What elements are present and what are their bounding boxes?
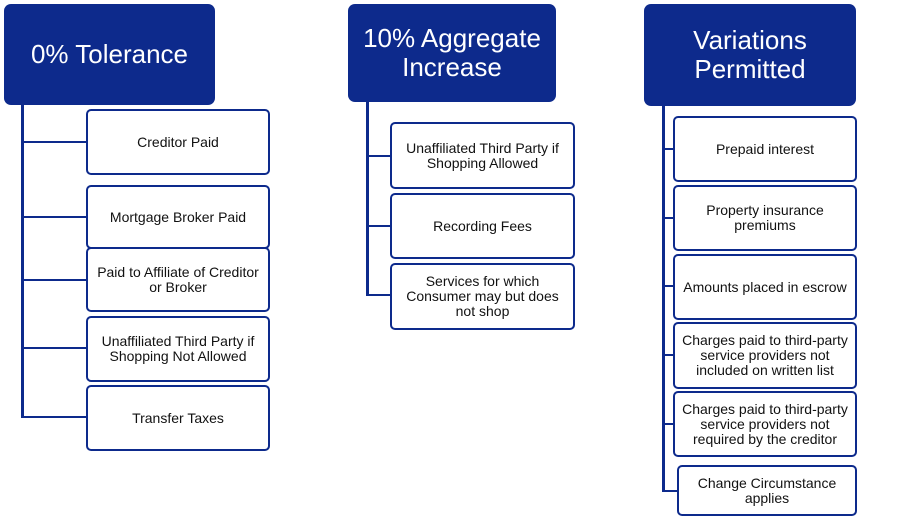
- connector-trunk: [662, 106, 665, 492]
- connector-branch: [21, 416, 87, 418]
- item-paid-to-affiliate: Paid to Affiliate of Creditor or Broker: [86, 247, 270, 312]
- item-transfer-taxes: Transfer Taxes: [86, 385, 270, 451]
- item-unaffiliated-no-shopping: Unaffiliated Third Party if Shopping Not…: [86, 316, 270, 382]
- header-zero-tolerance: 0% Tolerance: [4, 4, 215, 105]
- connector-branch: [21, 141, 87, 143]
- connector-trunk: [21, 105, 24, 418]
- header-variations-permitted: Variations Permitted: [644, 4, 856, 106]
- connector-branch: [662, 285, 674, 287]
- item-change-circumstance: Change Circumstance applies: [677, 465, 857, 516]
- connector-branch: [662, 490, 678, 492]
- item-mortgage-broker-paid: Mortgage Broker Paid: [86, 185, 270, 249]
- connector-branch: [662, 148, 674, 150]
- item-amounts-escrow: Amounts placed in escrow: [673, 254, 857, 320]
- item-prepaid-interest: Prepaid interest: [673, 116, 857, 182]
- connector-branch: [366, 155, 391, 157]
- item-unaffiliated-shopping-allowed: Unaffiliated Third Party if Shopping All…: [390, 122, 575, 189]
- item-charges-not-required: Charges paid to third-party service prov…: [673, 391, 857, 457]
- connector-branch: [21, 347, 87, 349]
- item-property-insurance: Property insurance premiums: [673, 185, 857, 251]
- connector-branch: [662, 423, 674, 425]
- connector-branch: [366, 225, 391, 227]
- connector-branch: [662, 217, 674, 219]
- connector-branch: [662, 354, 674, 356]
- connector-branch: [366, 294, 391, 296]
- connector-trunk: [366, 102, 369, 296]
- item-creditor-paid: Creditor Paid: [86, 109, 270, 175]
- header-ten-percent-aggregate: 10% Aggregate Increase: [348, 4, 556, 102]
- connector-branch: [21, 279, 87, 281]
- item-recording-fees: Recording Fees: [390, 193, 575, 259]
- connector-branch: [21, 216, 87, 218]
- item-charges-not-on-list: Charges paid to third-party service prov…: [673, 322, 857, 389]
- item-services-consumer-may-shop: Services for which Consumer may but does…: [390, 263, 575, 330]
